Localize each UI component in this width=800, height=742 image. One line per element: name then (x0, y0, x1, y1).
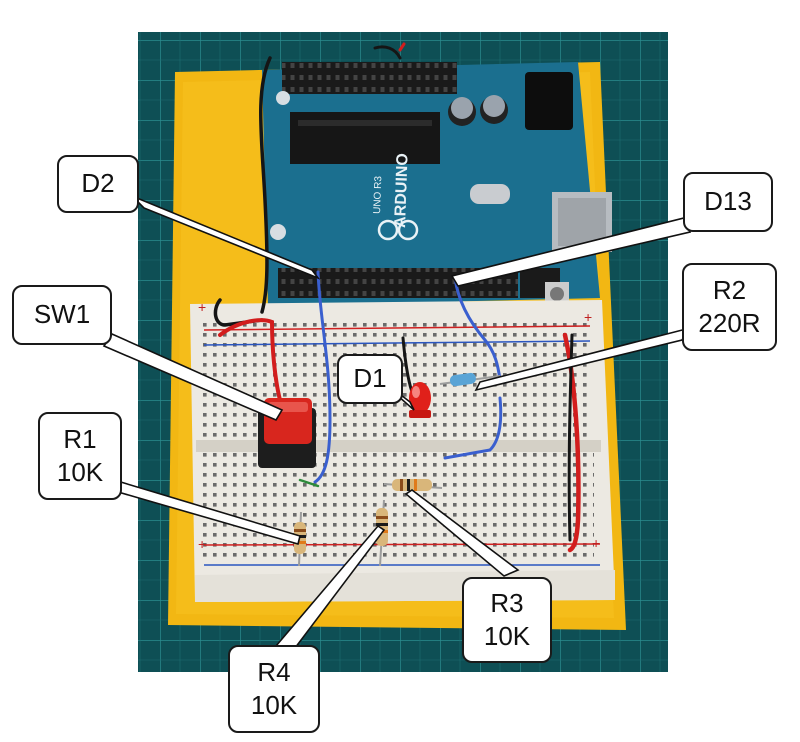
callout-r1: R1 10K (38, 412, 122, 500)
label-r1-value: 10K (56, 457, 104, 487)
callout-d13: D13 (683, 172, 773, 232)
callout-pointers (102, 195, 692, 653)
callout-r3: R3 10K (462, 577, 552, 663)
label-d1: D1 (353, 363, 387, 394)
callout-d2: D2 (57, 155, 139, 213)
label-r1-name: R1 (63, 423, 97, 454)
label-d13: D13 (704, 186, 752, 217)
wires (213, 42, 581, 553)
svg-text:+: + (584, 309, 592, 325)
label-r3-value: 10K (483, 621, 531, 651)
callout-r4: R4 10K (228, 645, 320, 733)
label-r2-value: 220R (698, 308, 761, 338)
led-d1 (409, 382, 431, 418)
label-r2-name: R2 (712, 274, 747, 305)
arduino-board: ARDUINO UNO R3 (262, 62, 612, 306)
callout-r2: R2 220R (682, 263, 777, 351)
svg-text:+: + (592, 535, 600, 551)
label-d2: D2 (81, 168, 115, 199)
svg-text:+: + (198, 536, 206, 552)
label-sw1: SW1 (33, 299, 91, 330)
resistor-r3 (383, 479, 443, 491)
label-r3-name: R3 (490, 587, 524, 618)
label-r4-name: R4 (257, 656, 291, 687)
svg-text:+: + (198, 299, 206, 315)
svg-text:ARDUINO: ARDUINO (392, 153, 412, 228)
svg-text:UNO R3: UNO R3 (372, 176, 384, 215)
resistor-r2 (439, 372, 501, 387)
label-r4-value: 10K (250, 690, 298, 720)
callout-sw1: SW1 (12, 285, 112, 345)
callout-d1: D1 (337, 354, 403, 404)
